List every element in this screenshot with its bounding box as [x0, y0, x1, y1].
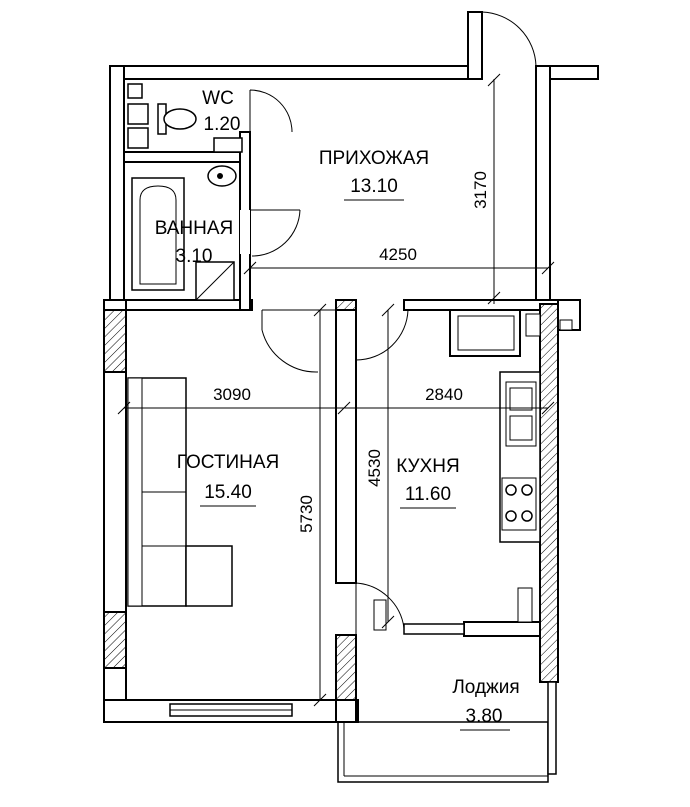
burner-icon	[521, 484, 533, 496]
loggia-right-wall	[547, 681, 557, 775]
wall-kitchen-bottom	[463, 621, 541, 637]
dim-tick	[117, 401, 131, 415]
room-area-kitchen: 11.60	[405, 484, 451, 505]
room-name-loggia: Лоджия	[452, 677, 519, 698]
dim-tick	[541, 261, 555, 275]
kitchen-sink-bowl-1	[509, 387, 533, 411]
room-area-loggia: 3.80	[466, 706, 503, 727]
room-name-wc: WC	[202, 88, 234, 109]
window-kitchen-bottom	[403, 623, 465, 635]
wc-sink-icon	[213, 137, 243, 153]
dim-tick	[243, 261, 257, 275]
room-name-bathroom: ВАННАЯ	[155, 218, 234, 239]
loggia-radiator	[517, 587, 533, 623]
wc-door-swing	[249, 89, 293, 133]
dim-label-kitchen-width: 2840	[425, 385, 463, 404]
bath-shaft-diagonal	[195, 261, 235, 301]
bath-door-gap	[240, 210, 250, 254]
sofa-chaise	[185, 545, 233, 607]
dim-tick	[381, 615, 395, 629]
wall-hatch-left-1	[103, 309, 127, 373]
wc-shaft-2	[127, 103, 149, 125]
wall-top	[109, 65, 469, 80]
wc-shaft-3	[127, 127, 149, 149]
wall-marker	[559, 319, 573, 331]
kitchen-sink-icon	[505, 381, 537, 447]
room-area-hallway: 13.10	[350, 176, 398, 197]
dim-tick	[313, 303, 327, 317]
wall-hatch-mid-top	[335, 299, 357, 311]
dim-label-hall-width: 4250	[379, 245, 417, 264]
dim-tick	[487, 291, 501, 305]
kitchen-column	[525, 313, 541, 337]
room-name-living: ГОСТИНАЯ	[177, 452, 279, 473]
burner-icon	[505, 484, 517, 496]
wall-hatch-mid-bottom	[335, 634, 357, 701]
loggia-door-leaf	[373, 599, 387, 631]
sink-drain-icon	[217, 173, 223, 179]
loggia-outline	[337, 721, 549, 783]
wall-wc-bath	[123, 151, 251, 163]
burner-icon	[521, 510, 533, 522]
living-door-swing	[261, 310, 319, 373]
sofa-back	[127, 377, 143, 607]
dim-tick	[381, 303, 395, 317]
dim-label-living-depth: 5730	[297, 495, 316, 533]
room-name-hallway: ПРИХОЖАЯ	[319, 148, 429, 169]
wall-hatch-right	[539, 303, 559, 683]
dim-tick	[313, 693, 327, 707]
wall-living-kitchen	[335, 299, 357, 584]
room-area-wc: 1.20	[204, 114, 241, 135]
room-area-bathroom: 3.10	[176, 246, 213, 267]
toilet-bowl-icon	[163, 108, 197, 130]
dim-label-hall-depth: 3170	[471, 171, 490, 209]
wall-hatch-left-2	[103, 611, 127, 669]
wall-left-upper	[109, 65, 125, 301]
burner-icon	[505, 510, 517, 522]
bath-door-swing	[250, 209, 301, 257]
wall-entrance-pillar	[467, 11, 483, 80]
dim-label-living-width: 3090	[213, 385, 251, 404]
wc-shaft-1	[127, 83, 143, 99]
bathtub-inner	[139, 185, 177, 285]
kitchen-sink-bowl-2	[509, 415, 533, 441]
dim-tick	[541, 401, 555, 415]
kitchen-door-swing	[355, 309, 409, 361]
dim-tick	[487, 73, 501, 87]
entrance-door-swing	[481, 11, 537, 67]
room-name-kitchen: КУХНЯ	[396, 456, 459, 477]
dim-tick	[337, 401, 351, 415]
dim-label-kitchen-depth: 4530	[365, 449, 384, 487]
kitchen-shaft-inner	[457, 315, 515, 351]
room-area-living: 15.40	[204, 482, 252, 503]
